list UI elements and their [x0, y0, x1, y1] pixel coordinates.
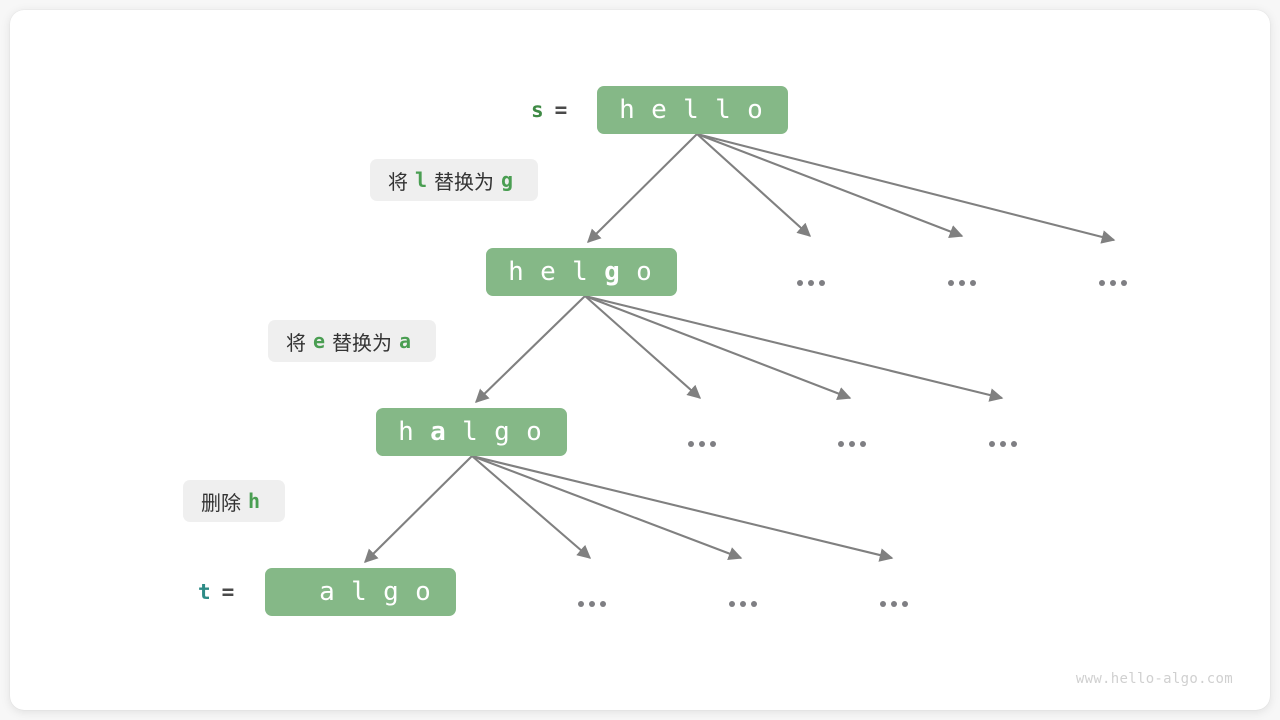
operation-tag-delete-h: 删除 h: [183, 480, 286, 522]
string-chars-algo: h a l g o: [279, 577, 439, 607]
char-cell: l: [462, 417, 478, 447]
char-cell-highlight: g: [604, 257, 620, 287]
char-cell: o: [636, 257, 652, 287]
char-cell: h: [508, 257, 524, 287]
string-chars-hello: h e l l o: [611, 95, 771, 125]
ellipsis-marker: [880, 601, 908, 607]
operation-tag-replace-l-g: 将 l 替换为 g: [370, 159, 539, 201]
ellipsis-marker: [797, 280, 825, 286]
ellipsis-marker: [948, 280, 976, 286]
ellipsis-marker: [989, 441, 1017, 447]
operation-prefix: 将: [388, 169, 408, 194]
edge-helgo-halgo: [475, 295, 586, 403]
char-cell: o: [747, 95, 763, 125]
char-cell: o: [415, 577, 431, 607]
char-cell: l: [683, 95, 699, 125]
char-cell: a: [319, 577, 335, 607]
operation-prefix: 删除: [201, 490, 241, 515]
operation-from-char: e: [313, 329, 326, 353]
char-cell: e: [651, 95, 667, 125]
char-cell: l: [351, 577, 367, 607]
string-box-helgo[interactable]: h e l g o: [486, 248, 677, 296]
char-cell: e: [540, 257, 556, 287]
string-box-hello[interactable]: h e l l o: [597, 86, 788, 134]
string-chars-helgo: h e l g o: [500, 257, 660, 287]
ellipsis-marker: [578, 601, 606, 607]
char-cell-deleted: h: [279, 577, 311, 607]
char-cell-highlight: a: [430, 417, 446, 447]
ellipsis-marker: [729, 601, 757, 607]
operation-middle: 替换为: [434, 169, 495, 194]
char-cell: g: [494, 417, 510, 447]
ellipsis-marker: [838, 441, 866, 447]
char-cell: g: [383, 577, 399, 607]
string-chars-halgo: h a l g o: [390, 417, 550, 447]
watermark: www.hello-algo.com: [1075, 671, 1233, 687]
char-cell: l: [572, 257, 588, 287]
variable-label-s: s =: [531, 98, 567, 122]
char-cell: h: [398, 417, 414, 447]
operation-prefix: 将: [286, 330, 306, 355]
operation-from-char: h: [248, 489, 261, 513]
edge-halgo-algo: [364, 455, 473, 563]
string-box-halgo[interactable]: h a l g o: [376, 408, 567, 456]
operation-tag-replace-e-a: 将 e 替换为 a: [268, 320, 437, 362]
operation-from-char: l: [415, 168, 428, 192]
ellipsis-marker: [1099, 280, 1127, 286]
variable-label-t: t =: [198, 580, 234, 604]
operation-middle: 替换为: [332, 330, 393, 355]
variable-name-s: s: [531, 98, 544, 122]
ellipsis-marker: [688, 441, 716, 447]
equals-sign-s: =: [554, 98, 568, 122]
char-cell: l: [715, 95, 731, 125]
edge-hello-helgo: [587, 133, 698, 243]
equals-sign-t: =: [221, 580, 235, 604]
char-cell: o: [526, 417, 542, 447]
string-box-algo[interactable]: h a l g o: [265, 568, 456, 616]
operation-to-char: a: [399, 329, 412, 353]
variable-name-t: t: [198, 580, 211, 604]
operation-to-char: g: [501, 168, 514, 192]
char-cell: h: [619, 95, 635, 125]
